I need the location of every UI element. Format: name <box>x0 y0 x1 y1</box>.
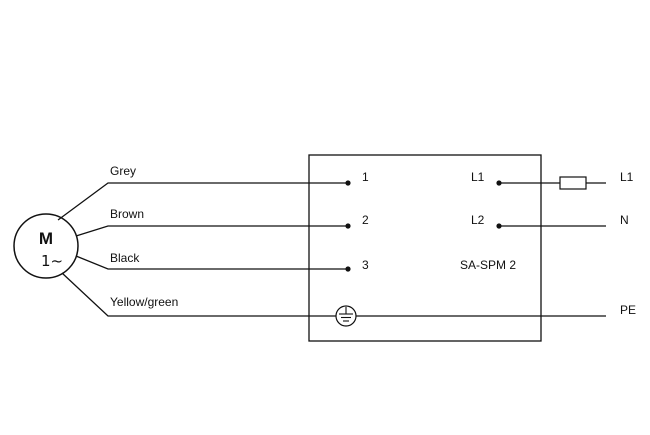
supply-label-l1: L1 <box>620 170 634 184</box>
earth-icon <box>335 305 357 327</box>
fuse-icon <box>559 176 587 190</box>
wire-brown <box>75 225 348 237</box>
terminal-2-dot <box>345 223 351 229</box>
motor-symbol: M 1~ <box>13 213 79 279</box>
wire-black <box>75 255 348 270</box>
supply-label-pe: PE <box>620 303 636 317</box>
wire-yellow-green <box>61 272 336 317</box>
wire-grey <box>57 182 348 221</box>
motor-circle <box>13 213 79 279</box>
terminal-1-dot <box>345 180 351 186</box>
supply-label-n: N <box>620 213 629 227</box>
wire-label-yellow-green: Yellow/green <box>110 295 178 309</box>
wire-label-grey: Grey <box>110 164 136 178</box>
wire-label-black: Black <box>110 251 140 265</box>
motor-wires <box>57 182 348 317</box>
wire-label-brown: Brown <box>110 207 144 221</box>
terminal-3-label: 3 <box>362 258 369 272</box>
module-name: SA-SPM 2 <box>460 258 516 272</box>
terminal-2-label: 2 <box>362 213 369 227</box>
terminal-l2-label: L2 <box>471 213 485 227</box>
terminal-l1-label: L1 <box>471 170 485 184</box>
motor-phase-label: 1~ <box>41 252 63 270</box>
module-box <box>308 154 542 342</box>
terminal-1-label: 1 <box>362 170 369 184</box>
terminal-3-dot <box>345 266 351 272</box>
motor-letter: M <box>39 229 53 248</box>
